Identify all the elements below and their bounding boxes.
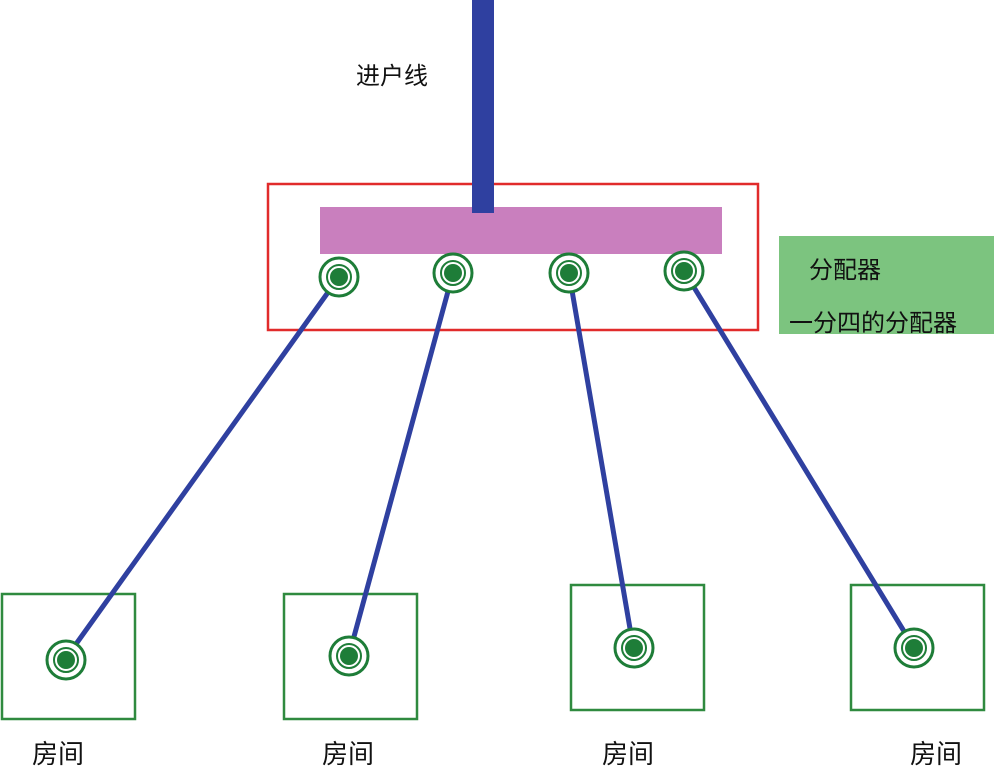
room-label-1: 房间 xyxy=(32,740,85,770)
splitter-port-2 xyxy=(432,252,474,294)
room-outlet-3 xyxy=(613,627,655,669)
room-label-4: 房间 xyxy=(910,740,963,770)
splitter-port-1 xyxy=(318,256,360,298)
room-label-2: 房间 xyxy=(322,740,375,770)
splitter-port-3 xyxy=(548,252,590,294)
splitter-bar xyxy=(320,207,722,254)
room-outlet-2 xyxy=(328,635,370,677)
room-outlet-4 xyxy=(893,627,935,669)
room-box-4 xyxy=(849,583,986,712)
room-box-3 xyxy=(569,583,706,712)
splitter-legend: 分配器 一分四的分配器 xyxy=(779,236,994,337)
room-label-3: 房间 xyxy=(602,740,655,770)
incoming-line-label: 进户线 xyxy=(356,62,428,90)
cable-room-3 xyxy=(566,270,636,649)
splitter-frame xyxy=(266,182,760,332)
splitter-port-4 xyxy=(663,250,705,292)
room-box-1 xyxy=(0,592,137,721)
incoming-cable xyxy=(472,0,494,213)
splitter-legend-desc: 一分四的分配器 xyxy=(789,309,957,337)
cable-room-2 xyxy=(346,270,456,658)
splitter-legend-title: 分配器 xyxy=(809,256,881,284)
cable-room-1 xyxy=(63,274,342,661)
room-outlet-1 xyxy=(45,639,87,681)
cable-room-4 xyxy=(681,268,916,649)
room-box-2 xyxy=(282,592,419,721)
